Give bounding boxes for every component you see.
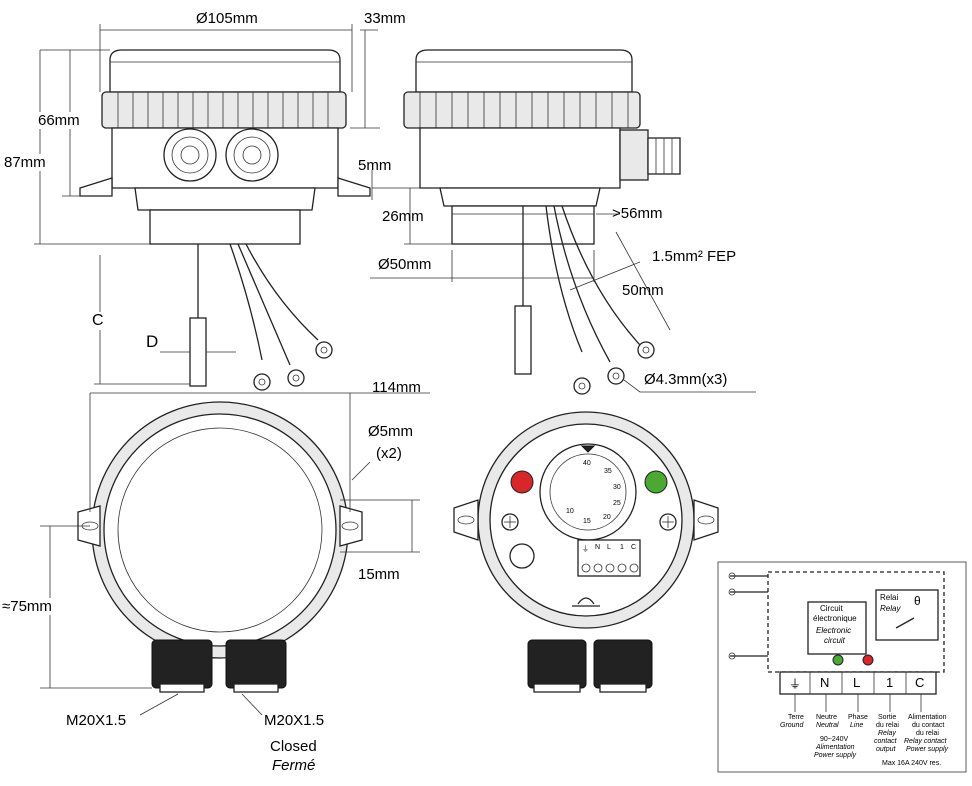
side-elevation-view — [370, 49, 756, 395]
wiring-diagram — [717, 561, 967, 773]
temperature-dial[interactable] — [539, 443, 637, 541]
front-elevation-view — [34, 24, 430, 394]
green-led — [644, 470, 668, 494]
red-led — [510, 470, 534, 494]
top-view — [40, 393, 420, 716]
open-front-view — [453, 411, 719, 693]
